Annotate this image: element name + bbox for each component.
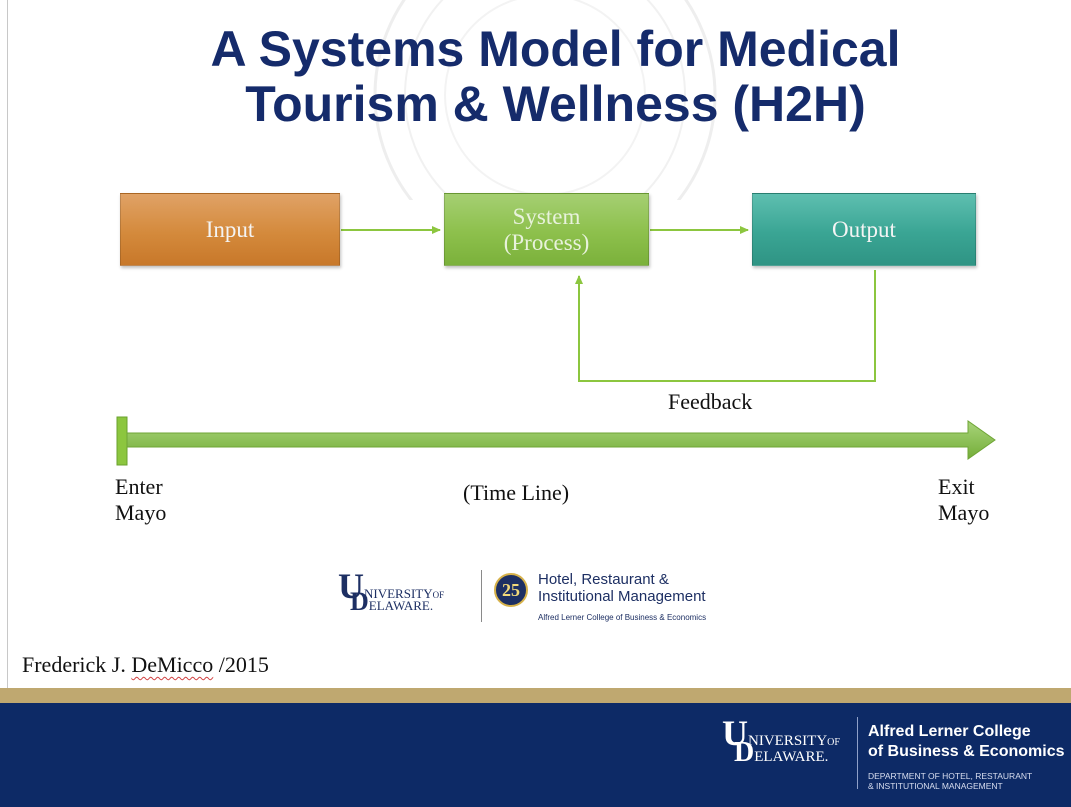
timeline-arrow [126, 420, 996, 460]
author-credit: Frederick J. DeMicco /2015 [22, 652, 269, 678]
output-box-label: Output [832, 216, 896, 242]
college-name: Alfred Lerner College of Business & Econ… [868, 722, 1065, 762]
logo-divider [481, 570, 482, 622]
input-box-label: Input [205, 216, 255, 242]
system-box-label: System (Process) [503, 203, 590, 255]
system-box: System (Process) [444, 193, 649, 266]
feedback-loop-arrow [575, 270, 876, 382]
footer-university-logo: UNIVERSITYOF [722, 715, 840, 751]
university-of-delaware-logo-line2: DELAWARE. [350, 584, 433, 620]
author-first-name: Frederick J. [22, 652, 132, 677]
author-year: /2015 [213, 652, 269, 677]
timeline-start-label: Enter Mayo [115, 474, 166, 526]
hrim-subtitle: Alfred Lerner College of Business & Econ… [538, 613, 707, 622]
footer-ud-text-elaware: ELAWARE. [754, 749, 829, 765]
footer-divider [857, 717, 858, 789]
start-label-line-1: Enter [115, 474, 163, 499]
ud-initial-d: D [350, 587, 369, 616]
footer-university-logo-line2: DELAWARE. [734, 735, 828, 771]
footer-ud-initial-u: U [722, 713, 748, 753]
ud-text-elaware: ELAWARE. [368, 598, 434, 613]
hrim-name-line-1: Hotel, Restaurant & [538, 571, 669, 588]
dept-line-1: DEPARTMENT OF HOTEL, RESTAURANT [868, 771, 1033, 781]
college-line-1: Alfred Lerner College [868, 723, 1031, 740]
footer-gold-band [0, 688, 1071, 703]
title-line-2: Tourism & Wellness (H2H) [245, 76, 866, 132]
ud-initial-u: U [338, 566, 364, 606]
footer-band: UNIVERSITYOF DELAWARE. Alfred Lerner Col… [0, 703, 1071, 807]
input-box: Input [120, 193, 340, 266]
university-of-delaware-logo: UNIVERSITYOF [338, 568, 444, 604]
start-label-line-2: Mayo [115, 500, 167, 525]
author-last-name: DeMicco [131, 652, 214, 677]
dept-line-2: & INSTITUTIONAL MANAGEMENT [868, 781, 1003, 791]
hrim-logo-lockup: UNIVERSITYOF DELAWARE. 25 Hotel, Restaur… [338, 568, 768, 626]
department-name: DEPARTMENT OF HOTEL, RESTAURANT & INSTIT… [868, 771, 1032, 791]
footer-ud-initial-d: D [734, 737, 755, 768]
end-label-line-1: Exit [938, 474, 975, 499]
timeline-label: (Time Line) [463, 480, 570, 505]
output-box: Output [752, 193, 976, 266]
left-border [7, 0, 8, 690]
footer-ud-text-niversity: NIVERSITY [748, 733, 828, 749]
ud-text-niversity: NIVERSITY [364, 586, 433, 601]
hrim-name-line-2: Institutional Management [538, 588, 706, 605]
title-line-1: A Systems Model for Medical [210, 21, 901, 77]
college-line-2: of Business & Economics [868, 743, 1065, 760]
feedback-label: Feedback [668, 389, 753, 414]
timeline-start-marker [116, 416, 128, 466]
page-title: A Systems Model for Medical Tourism & We… [40, 22, 1071, 132]
footer-ud-text-of: OF [827, 737, 840, 748]
anniversary-badge: 25 [494, 573, 528, 607]
end-label-line-2: Mayo [938, 500, 990, 525]
flow-connectors [116, 226, 996, 466]
ud-text-of: OF [432, 590, 445, 600]
timeline-end-label: Exit Mayo [938, 474, 989, 526]
